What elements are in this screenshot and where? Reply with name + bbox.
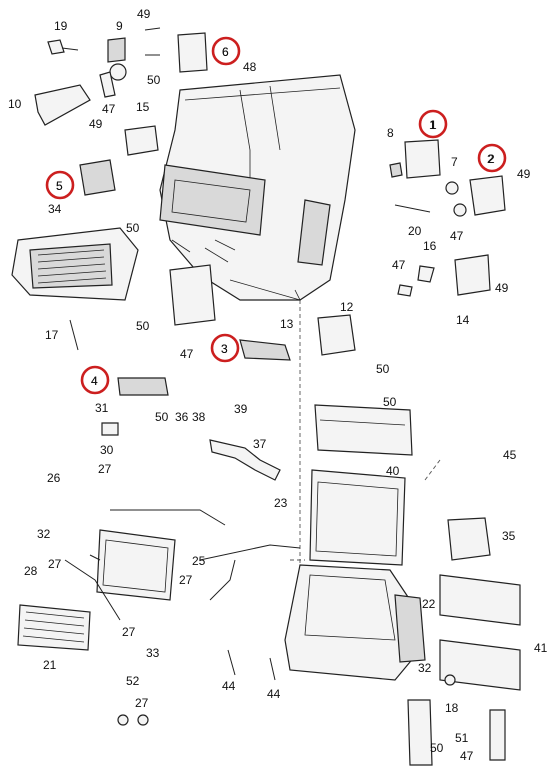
part-label: 48 [243, 60, 257, 74]
actuators-right [389, 139, 506, 297]
part-label: 47 [450, 229, 464, 243]
part-label: 32 [418, 661, 432, 675]
part-label: 47 [180, 347, 194, 361]
part-label: 22 [422, 597, 436, 611]
guide-lines [290, 300, 441, 590]
part-label: 23 [274, 496, 288, 510]
part-label: 2 [487, 152, 494, 166]
part-label: 27 [135, 696, 149, 710]
part-label: 49 [89, 117, 103, 131]
heater-core-and-pipes [17, 509, 301, 651]
part-label: 28 [24, 564, 38, 578]
part-label: 50 [383, 395, 397, 409]
part-label: 30 [100, 443, 114, 457]
part-label: 5 [56, 179, 63, 193]
part-label: 19 [54, 19, 68, 33]
part-label: 20 [408, 224, 422, 238]
callout-label: 6 [222, 45, 229, 59]
part-label: 4 [91, 374, 98, 388]
part-label: 50 [430, 741, 444, 755]
part-label: 18 [445, 701, 459, 715]
filters [439, 517, 521, 691]
part-label: 14 [456, 313, 470, 327]
part-label: 25 [192, 554, 206, 568]
part-label: 44 [222, 679, 236, 693]
part-label: 50 [126, 221, 140, 235]
part-label: 1 [430, 118, 437, 132]
part-label: 50 [147, 73, 161, 87]
part-label: 10 [8, 97, 22, 111]
callout-label: 4 [91, 374, 98, 388]
part-label: 34 [48, 202, 62, 216]
part-label: 50 [376, 362, 390, 376]
part-label: 27 [179, 573, 193, 587]
part-label: 15 [136, 100, 150, 114]
part-label: 17 [45, 328, 59, 342]
part-label: 13 [280, 317, 294, 331]
small-parts-top-left [34, 27, 208, 196]
part-label: 27 [122, 625, 136, 639]
part-label: 7 [451, 155, 458, 169]
part-label: 45 [503, 448, 517, 462]
part-label: 50 [155, 410, 169, 424]
callout-circle [418, 109, 448, 139]
part-label: 38 [192, 410, 206, 424]
middle-parts [69, 314, 356, 481]
part-label: 8 [387, 126, 394, 140]
part-label: 9 [116, 19, 123, 33]
part-label: 39 [234, 402, 248, 416]
part-label: 51 [455, 731, 469, 745]
part-label: 49 [495, 281, 509, 295]
callout-circle [477, 143, 507, 173]
highlighted-callouts: 1 2 3 4 5 6 [45, 36, 507, 395]
part-label: 44 [267, 687, 281, 701]
callout-circle [210, 333, 240, 363]
part-label: 27 [98, 462, 112, 476]
part-label: 47 [102, 102, 116, 116]
part-label: 16 [423, 239, 437, 253]
part-label: 6 [222, 45, 229, 59]
callout-label: 5 [56, 179, 63, 193]
callout-label: 3 [221, 342, 228, 356]
part-label: 47 [460, 749, 474, 763]
part-label: 27 [48, 557, 62, 571]
part-label: 50 [136, 319, 150, 333]
lower-housing [284, 564, 426, 681]
part-label: 40 [386, 464, 400, 478]
part-label: 26 [47, 471, 61, 485]
part-label: 49 [517, 167, 531, 181]
part-label: 37 [253, 437, 267, 451]
part-label: 47 [392, 258, 406, 272]
callout-circle [45, 170, 75, 200]
part-label: 41 [534, 641, 548, 655]
part-label: 52 [126, 674, 140, 688]
callout-label: 2 [488, 152, 495, 166]
callout-circle [80, 365, 110, 395]
small-parts-bottom [117, 649, 506, 766]
part-label: 49 [137, 7, 151, 21]
part-label: 21 [43, 658, 57, 672]
part-label: 3 [221, 342, 228, 356]
part-labels: 19 9 49 6 48 50 10 47 15 49 1 8 7 2 49 5… [8, 7, 548, 763]
blower-housing [11, 227, 139, 301]
part-label: 36 [175, 410, 189, 424]
part-label: 33 [146, 646, 160, 660]
evaporator-assembly [309, 404, 413, 566]
part-label: 35 [502, 529, 516, 543]
heater-housing-assembly [159, 74, 356, 326]
callout-label: 1 [429, 118, 436, 132]
part-label: 12 [340, 300, 354, 314]
part-label: 32 [37, 527, 51, 541]
callout-circle [211, 36, 241, 66]
part-label: 31 [95, 401, 109, 415]
